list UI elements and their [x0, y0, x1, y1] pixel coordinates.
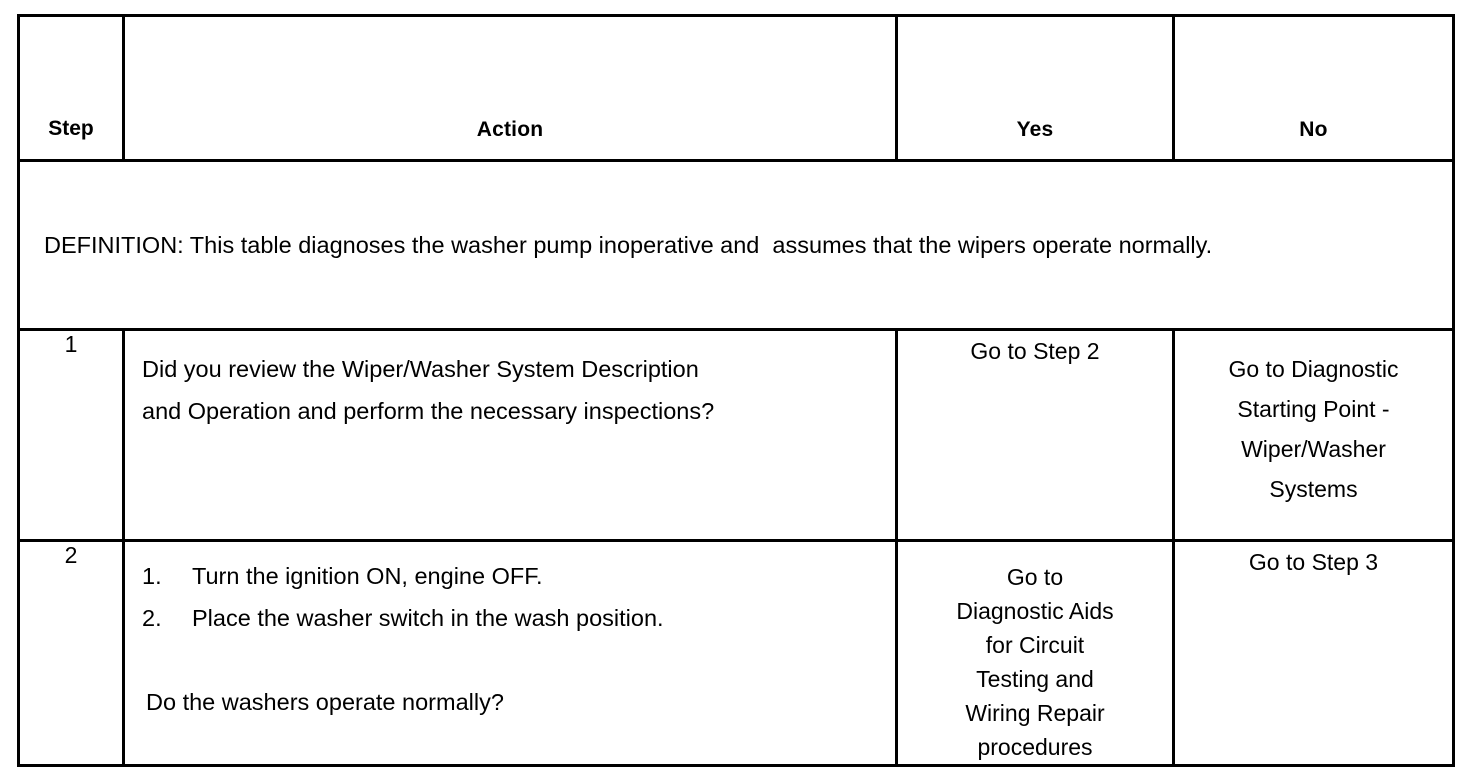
diagnostic-table: Step Action Yes No DEFINITION: This tabl… — [17, 14, 1455, 767]
action-cell: Did you review the Wiper/Washer System D… — [122, 328, 898, 542]
list-item: 1. Turn the ignition ON, engine OFF. — [142, 555, 885, 597]
yes-answer-line: Diagnostic Aids — [956, 598, 1114, 624]
definition-text: DEFINITION: This table diagnoses the was… — [44, 232, 1213, 258]
header-cell-step: Step — [17, 14, 125, 162]
table-row: 1 Did you review the Wiper/Washer System… — [17, 328, 1455, 542]
list-item: 2. Place the washer switch in the wash p… — [142, 597, 885, 639]
action-line: Did you review the Wiper/Washer System D… — [142, 356, 699, 382]
action-cell: 1. Turn the ignition ON, engine OFF. 2. … — [122, 539, 898, 767]
no-answer-line: Starting Point - — [1237, 396, 1390, 422]
list-marker: 1. — [142, 563, 162, 589]
header-cell-no: No — [1172, 14, 1455, 162]
header-label-yes: Yes — [1016, 118, 1054, 141]
no-answer-text: Go to Diagnostic Starting Point - Wiper/… — [1175, 331, 1452, 509]
yes-answer-line: Testing and — [976, 666, 1094, 692]
header-cell-action: Action — [122, 14, 898, 162]
action-line: and Operation and perform the necessary … — [142, 398, 715, 424]
table-row: 2 1. Turn the ignition ON, engine OFF. 2… — [17, 539, 1455, 767]
yes-answer-text: Go to Diagnostic Aids for Circuit Testin… — [898, 542, 1172, 764]
no-answer-line: Go to Diagnostic — [1228, 356, 1399, 382]
list-text: Turn the ignition ON, engine OFF. — [192, 563, 543, 589]
action-numbered-list: 1. Turn the ignition ON, engine OFF. 2. … — [125, 542, 895, 723]
definition-cell: DEFINITION: This table diagnoses the was… — [17, 159, 1455, 331]
step-number-cell: 2 — [17, 539, 125, 767]
no-answer-text: Go to Step 3 — [1248, 549, 1379, 575]
yes-answer-line: Go to — [1006, 564, 1064, 590]
yes-answer-line: procedures — [977, 734, 1093, 760]
header-label-no: No — [1299, 118, 1328, 141]
list-marker: 2. — [142, 605, 162, 631]
yes-answer-line: for Circuit — [985, 632, 1085, 658]
step-number-cell: 1 — [17, 328, 125, 542]
no-answer-line: Wiper/Washer — [1241, 436, 1386, 462]
list-text: Place the washer switch in the wash posi… — [192, 605, 664, 631]
action-question: Do the washers operate normally? — [146, 689, 504, 715]
no-answer-line: Systems — [1269, 476, 1358, 502]
yes-answer-text: Go to Step 2 — [970, 338, 1100, 364]
yes-answer-cell: Go to Step 2 — [895, 328, 1175, 542]
yes-answer-cell: Go to Diagnostic Aids for Circuit Testin… — [895, 539, 1175, 767]
action-text: Did you review the Wiper/Washer System D… — [125, 331, 895, 432]
definition-row: DEFINITION: This table diagnoses the was… — [17, 159, 1455, 331]
no-answer-cell: Go to Diagnostic Starting Point - Wiper/… — [1172, 328, 1455, 542]
header-label-step: Step — [48, 117, 94, 140]
table-header-row: Step Action Yes No — [17, 14, 1455, 162]
no-answer-cell: Go to Step 3 — [1172, 539, 1455, 767]
header-label-action: Action — [476, 118, 544, 141]
yes-answer-line: Wiring Repair — [965, 700, 1105, 726]
header-cell-yes: Yes — [895, 14, 1175, 162]
